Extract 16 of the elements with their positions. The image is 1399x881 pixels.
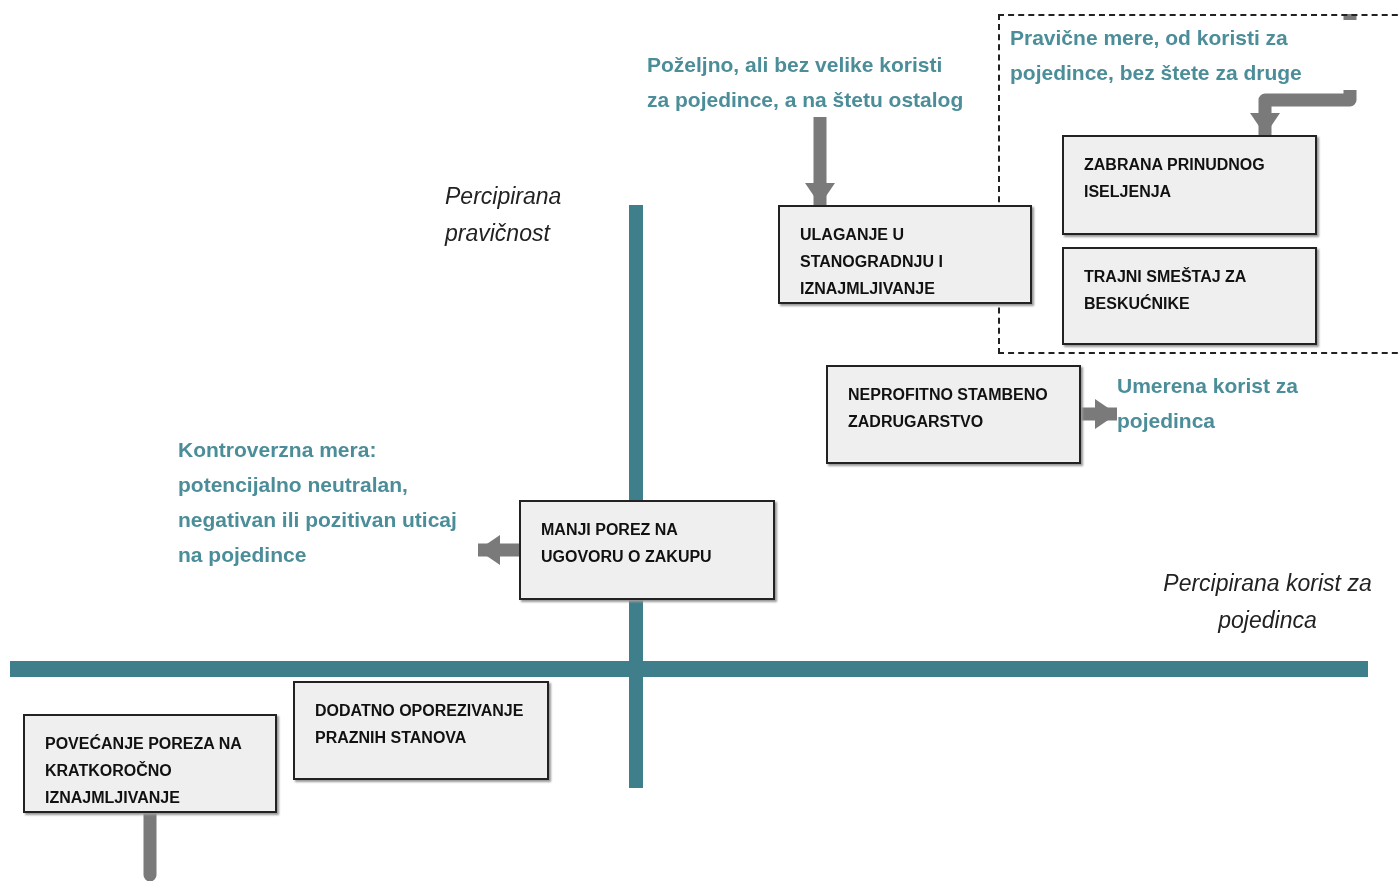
axis-label: Percipirana korist za pojedinca xyxy=(1162,569,1373,635)
measure-box: MANJI POREZ NA UGOVORU O ZAKUPU xyxy=(519,500,775,600)
callout-text: Kontroverzna mera: potencijalno neutralan, negativan ili pozitivan uticaj na pojedince xyxy=(178,432,478,572)
arrow xyxy=(1081,399,1117,429)
measure-box: TRAJNI SMEŠTAJ ZA BESKUĆNIKE xyxy=(1062,247,1317,345)
callout-text: Poželjno, ali bez velike koristi za pojedince, a na štetu ostalog xyxy=(647,47,967,117)
arrow xyxy=(478,535,519,565)
arrow xyxy=(805,117,835,205)
callout-text: Umerena korist za pojedinca xyxy=(1117,368,1307,438)
measure-box: ZABRANA PRINUDNOG ISELJENJA xyxy=(1062,135,1317,235)
measure-box: DODATNO OPOREZIVANJE PRAZNIH STANOVA xyxy=(293,681,549,780)
measure-box: ULAGANJE U STANOGRADNJU I IZNAJMLJIVANJE xyxy=(778,205,1032,304)
dashed-region xyxy=(998,14,1399,354)
measure-box: POVEĆANJE POREZA NA KRATKOROČNO IZNAJMLJIVANJE xyxy=(23,714,277,813)
measure-box: NEPROFITNO STAMBENO ZADRUGARSTVO xyxy=(826,365,1081,464)
axis-label: Percipirana pravičnost xyxy=(445,182,563,248)
